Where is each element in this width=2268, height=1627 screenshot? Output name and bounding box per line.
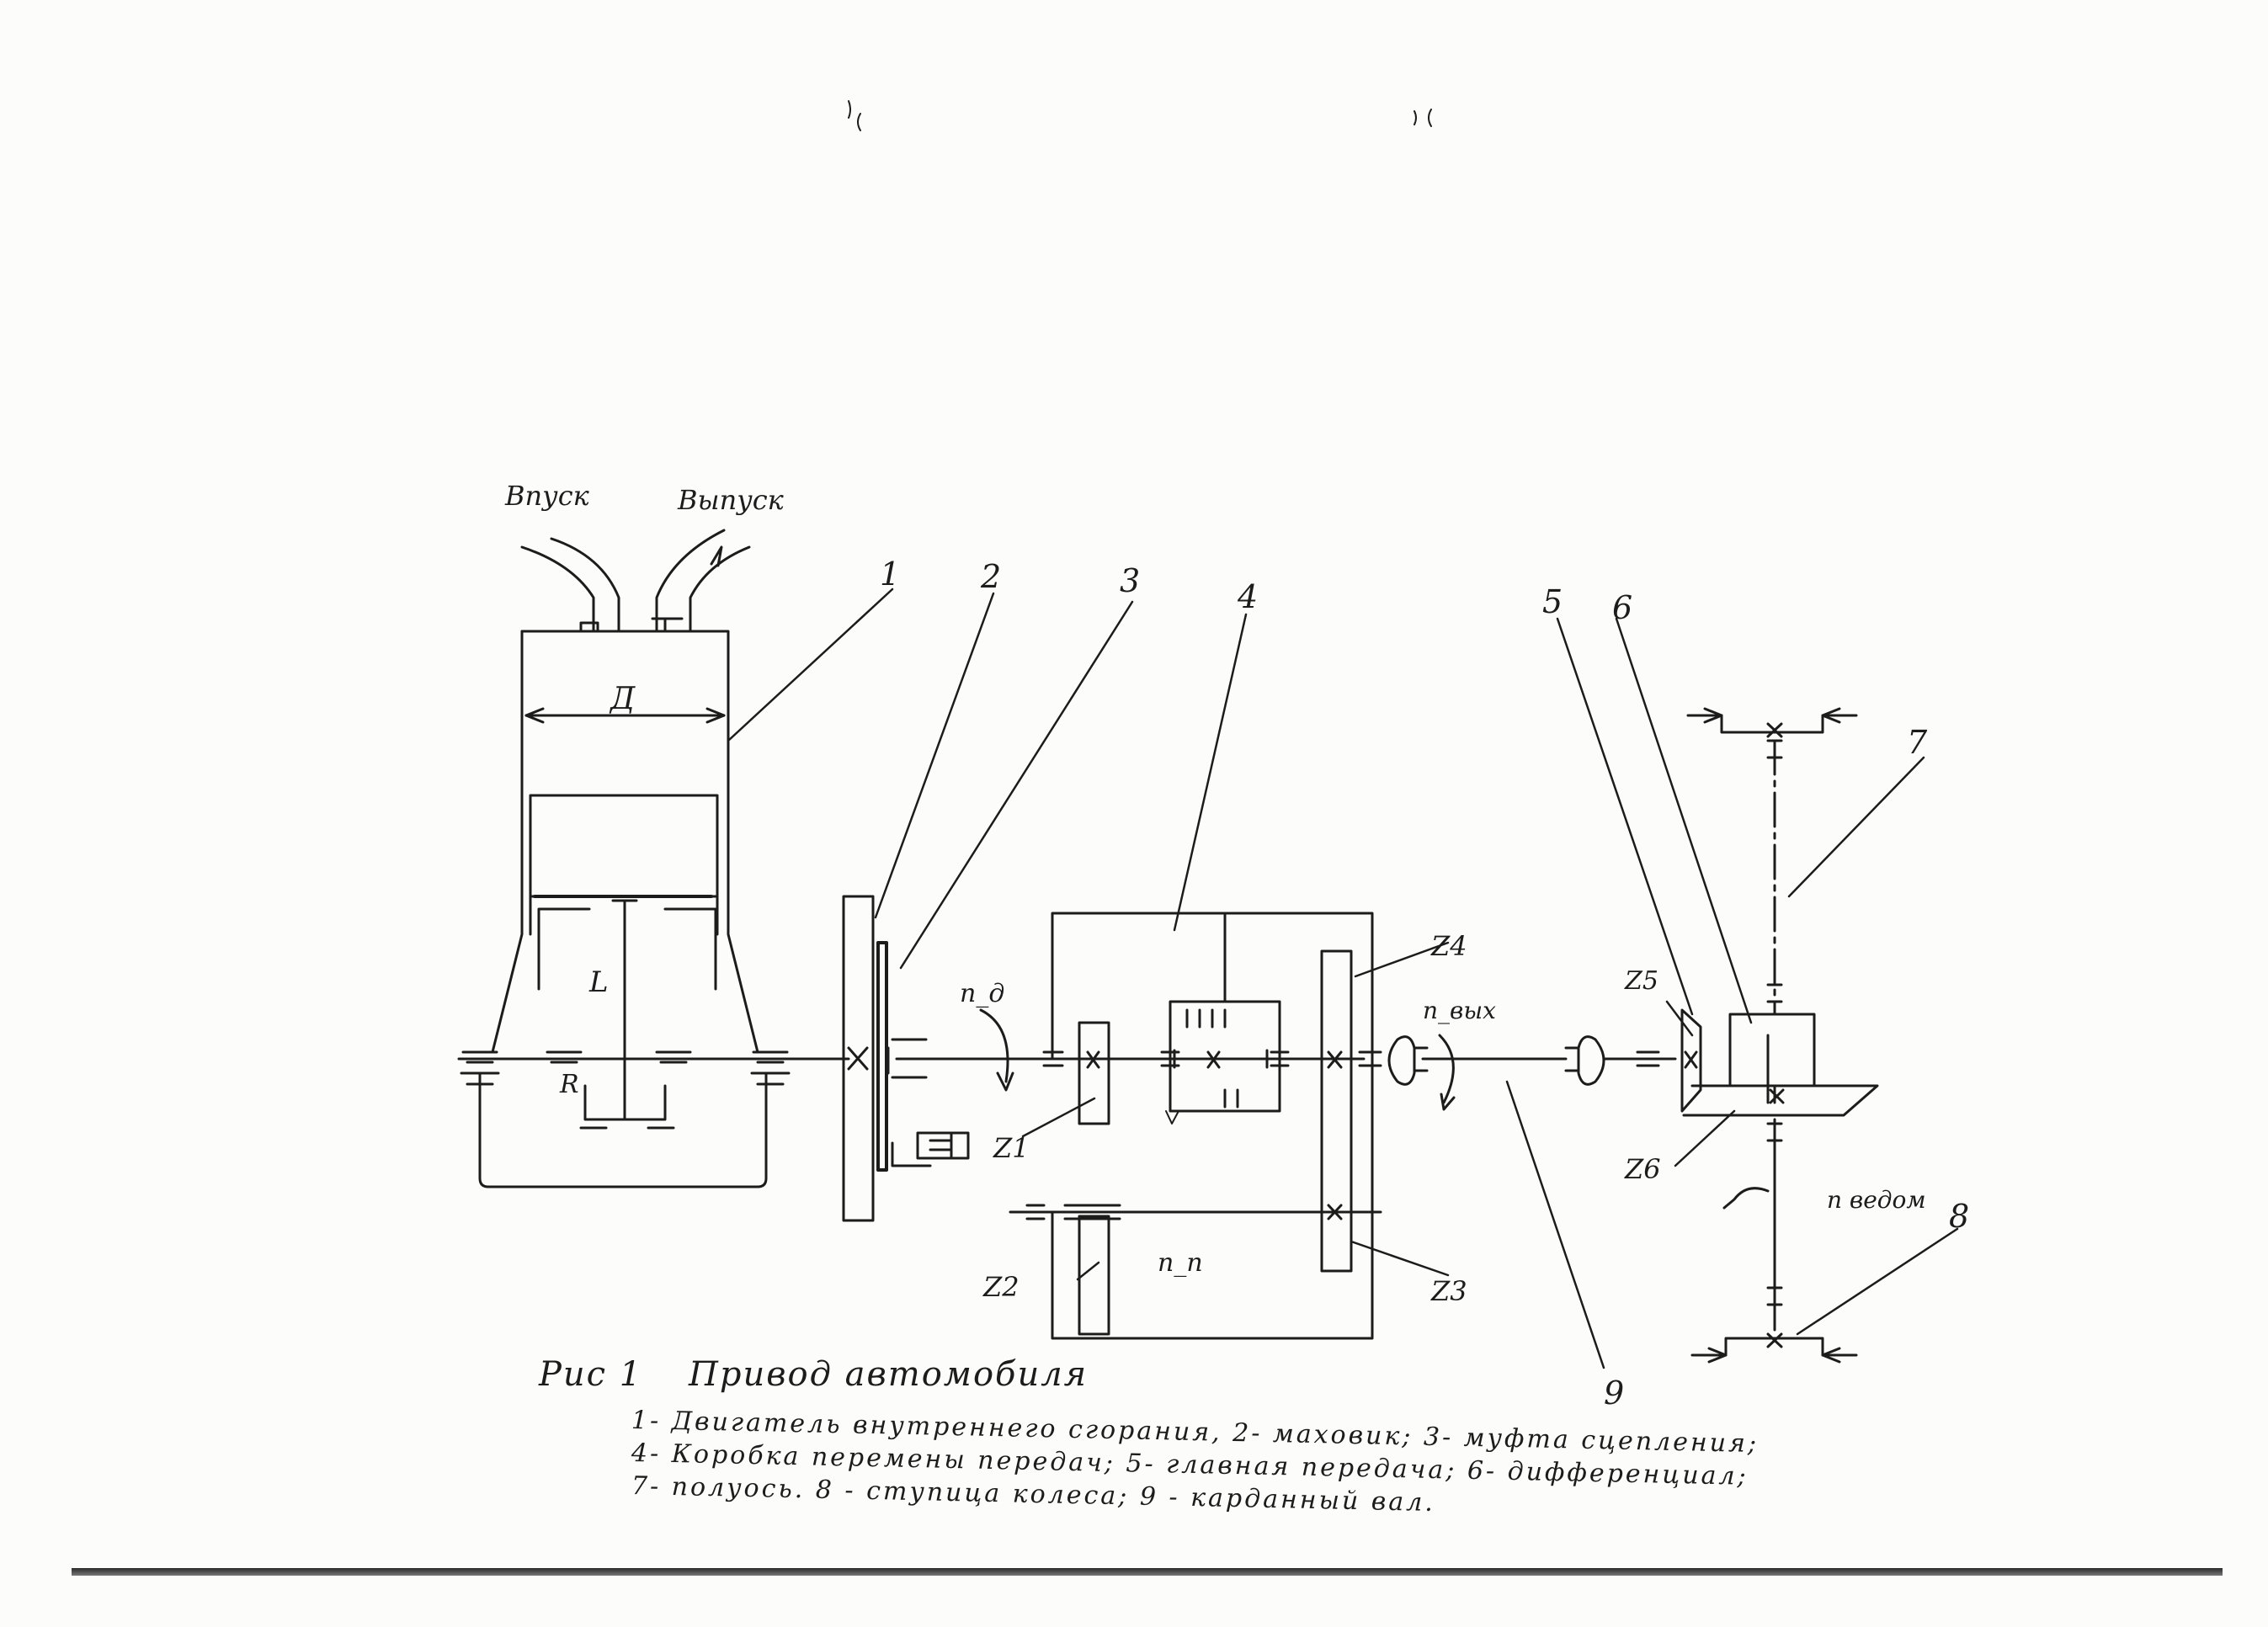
output-speed-arrow <box>1438 1034 1455 1104</box>
gear-z2-label: Z2 <box>982 1271 1020 1303</box>
figure-number: Рис 1 <box>539 1355 643 1394</box>
leader-lines <box>727 588 1959 1369</box>
callout-2: 2 <box>980 558 1001 595</box>
half-shaft <box>1686 707 1858 1364</box>
engine-speed-arrowhead <box>996 1071 1014 1092</box>
callout-3: 3 <box>1120 562 1140 599</box>
intake-label: Впуск <box>504 480 590 512</box>
intermediate-speed-label: n_п <box>1158 1248 1203 1278</box>
engine-speed-label: n_д <box>960 979 1004 1008</box>
exhaust-label: Выпуск <box>677 484 785 516</box>
callout-1: 1 <box>880 556 900 593</box>
stroke-label: L <box>588 965 609 999</box>
scan-bottom-edge <box>72 1568 2223 1576</box>
driven-speed-arrow <box>1722 1187 1770 1210</box>
callout-8: 8 <box>1949 1198 1969 1235</box>
driven-speed-label: n ведом <box>1827 1186 1926 1214</box>
engine-speed-arrow <box>979 1008 1009 1083</box>
cardan-shaft <box>1387 1035 1605 1086</box>
final-drive <box>1636 1008 1879 1117</box>
gearbox <box>1009 912 1382 1340</box>
figure-caption: Рис 1 Привод автомобиля 1- Двигатель вну… <box>539 1355 1802 1518</box>
callout-4: 4 <box>1237 578 1258 615</box>
callout-6: 6 <box>1612 589 1632 626</box>
gear-z3-label: Z3 <box>1430 1275 1467 1307</box>
output-speed-label: n_вых <box>1423 997 1496 1024</box>
output-speed-arrowhead <box>1440 1093 1456 1111</box>
gearbox-center-mark <box>1165 1110 1179 1125</box>
radius-label: R <box>559 1070 579 1099</box>
callout-7: 7 <box>1907 724 1928 761</box>
bore-label: Д <box>609 682 636 716</box>
flywheel <box>842 895 875 1222</box>
engine <box>460 529 791 1188</box>
gear-z1-label: Z1 <box>993 1132 1030 1164</box>
callout-9: 9 <box>1604 1374 1624 1412</box>
scan-marks <box>848 100 1432 131</box>
figure-title: Привод автомобиля <box>688 1355 1089 1394</box>
caption-title-row: Рис 1 Привод автомобиля <box>539 1355 1802 1394</box>
callout-5: 5 <box>1542 583 1563 620</box>
gear-z4-label: Z4 <box>1430 930 1467 962</box>
gear-z5-label: Z5 <box>1624 966 1658 996</box>
clutch <box>876 941 970 1172</box>
gear-z6-label: Z6 <box>1624 1153 1661 1185</box>
